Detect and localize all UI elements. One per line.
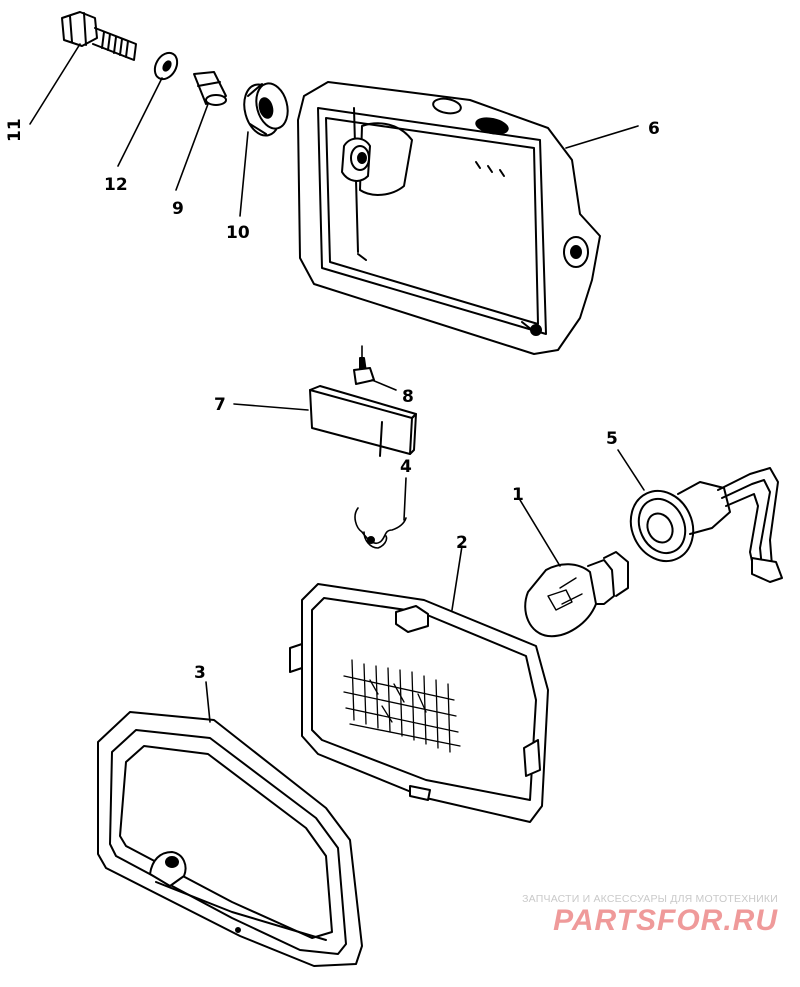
housing-part-6 (297, 81, 601, 355)
callout-7: 7 (214, 395, 226, 415)
callout-5: 5 (606, 429, 618, 449)
grommet-part-10 (243, 82, 289, 137)
block-part-7 (309, 385, 417, 457)
callout-11: 11 (5, 118, 25, 142)
watermark-logo: PARTSFOR.RU (553, 904, 778, 937)
callout-1: 1 (512, 485, 524, 505)
lens-unit-part-2 (289, 583, 549, 823)
callout-4: 4 (400, 457, 412, 477)
callout-2: 2 (456, 533, 468, 553)
watermark-tagline: ЗАПЧАСТИ И АКСЕССУАРЫ ДЛЯ МОТОТЕХНИКИ (522, 893, 778, 905)
bolt-part-11 (61, 11, 137, 61)
washer-part-12 (153, 51, 179, 81)
wire-clip-part-4 (354, 507, 407, 549)
screw-part-8 (353, 345, 375, 385)
callout-8: 8 (402, 387, 414, 407)
callout-12: 12 (104, 175, 128, 195)
bulb-part-1 (524, 551, 629, 638)
callout-6: 6 (648, 119, 660, 139)
socket-part-5 (629, 467, 783, 583)
bezel-rim-part-3 (97, 711, 363, 967)
callout-9: 9 (172, 199, 184, 219)
callout-10: 10 (226, 223, 250, 243)
leader-lines (29, 43, 645, 723)
collar-part-9 (193, 71, 227, 106)
callout-3: 3 (194, 663, 206, 683)
